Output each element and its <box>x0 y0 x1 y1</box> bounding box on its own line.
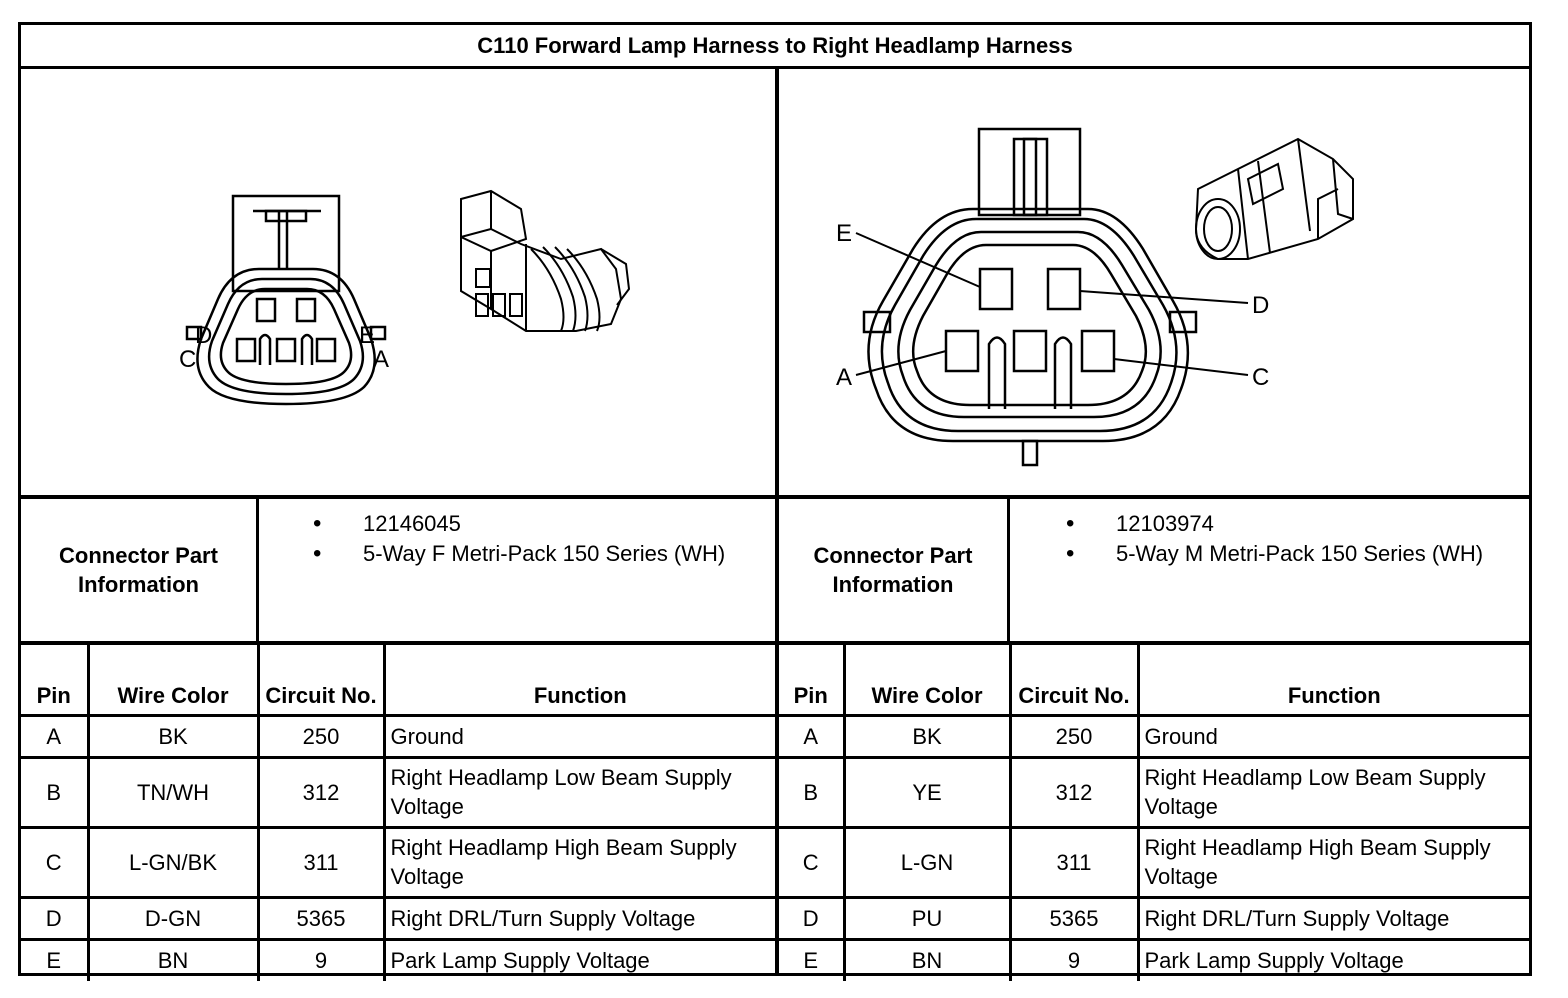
function-cell: Right Headlamp Low Beam Supply Voltage <box>1136 755 1529 829</box>
function-cell: Right DRL/Turn Supply Voltage <box>1136 895 1529 941</box>
header-circuit-no: Circuit No. <box>256 645 386 717</box>
function-cell: Right Headlamp Low Beam Supply Voltage <box>382 755 775 829</box>
header-wire-color: Wire Color <box>86 645 260 717</box>
wire-color-cell: YE <box>842 755 1012 829</box>
circuit-cell: 312 <box>1008 755 1140 829</box>
circuit-cell: 311 <box>256 825 386 899</box>
right-pin-label-e: E <box>836 220 852 247</box>
pin-cell: E <box>779 937 846 981</box>
function-cell: Right DRL/Turn Supply Voltage <box>382 895 775 941</box>
circuit-cell: 311 <box>1008 825 1140 899</box>
circuit-cell: 5365 <box>1008 895 1140 941</box>
circuit-cell: 312 <box>256 755 386 829</box>
function-cell: Ground <box>382 713 775 759</box>
right-connector-3d <box>1194 137 1354 260</box>
circuit-cell: 250 <box>256 713 386 759</box>
pin-cell: C <box>779 825 846 899</box>
header-wire-color: Wire Color <box>842 645 1012 717</box>
pin-cell: A <box>779 713 846 759</box>
pin-cell: E <box>21 937 90 981</box>
wire-color-cell: L-GN/BK <box>86 825 260 899</box>
page-title: C110 Forward Lamp Harness to Right Headl… <box>21 25 1529 69</box>
header-function: Function <box>1136 645 1529 717</box>
right-part-number: 12103974 <box>1066 509 1506 539</box>
header-pin: Pin <box>779 645 846 717</box>
wire-color-cell: BN <box>86 937 260 981</box>
right-connector-label: Connector Part Information <box>779 499 1010 641</box>
left-pin-label-a: A <box>373 346 389 373</box>
left-connector-diagram: D E C A <box>179 189 631 406</box>
circuit-cell: 5365 <box>256 895 386 941</box>
left-pin-label-e: E <box>359 322 375 349</box>
left-part-info-list: 12146045 5-Way F Metri-Pack 150 Series (… <box>313 509 753 569</box>
function-cell: Park Lamp Supply Voltage <box>382 937 775 981</box>
circuit-cell: 9 <box>256 937 386 981</box>
function-cell: Park Lamp Supply Voltage <box>1136 937 1529 981</box>
right-pin-label-d: D <box>1252 292 1269 319</box>
function-cell: Ground <box>1136 713 1529 759</box>
right-connector-face <box>855 127 1249 467</box>
connector-sheet: C110 Forward Lamp Harness to Right Headl… <box>18 22 1532 981</box>
header-function: Function <box>382 645 775 717</box>
left-part-description: 5-Way F Metri-Pack 150 Series (WH) <box>313 539 753 569</box>
right-part-info-list: 12103974 5-Way M Metri-Pack 150 Series (… <box>1066 509 1506 569</box>
pin-cell: A <box>21 713 90 759</box>
header-pin: Pin <box>21 645 90 717</box>
left-connector-face <box>185 194 387 406</box>
pin-cell: C <box>21 825 90 899</box>
wire-color-cell: D-GN <box>86 895 260 941</box>
wire-color-cell: BK <box>86 713 260 759</box>
left-pin-label-c: C <box>179 346 196 373</box>
left-connector-info: Connector Part Information 12146045 5-Wa… <box>21 499 775 645</box>
pin-cell: B <box>21 755 90 829</box>
left-part-number: 12146045 <box>313 509 753 539</box>
wire-color-cell: BK <box>842 713 1012 759</box>
column-divider <box>775 69 779 975</box>
right-part-description: 5-Way M Metri-Pack 150 Series (WH) <box>1066 539 1506 569</box>
circuit-cell: 9 <box>1008 937 1140 981</box>
right-connector-diagram: E D A C <box>836 127 1354 467</box>
right-connector-info: Connector Part Information 12103974 5-Wa… <box>779 499 1529 645</box>
function-cell: Right Headlamp High Beam Supply Voltage <box>1136 825 1529 899</box>
wire-color-cell: L-GN <box>842 825 1012 899</box>
header-circuit-no: Circuit No. <box>1008 645 1140 717</box>
pin-cell: D <box>779 895 846 941</box>
function-cell: Right Headlamp High Beam Supply Voltage <box>382 825 775 899</box>
pin-cell: B <box>779 755 846 829</box>
right-pin-label-c: C <box>1252 364 1269 391</box>
left-connector-label: Connector Part Information <box>21 499 259 641</box>
right-pin-label-a: A <box>836 364 852 391</box>
left-pin-label-d: D <box>195 322 212 349</box>
wire-color-cell: BN <box>842 937 1012 981</box>
wire-color-cell: TN/WH <box>86 755 260 829</box>
pin-cell: D <box>21 895 90 941</box>
left-connector-3d <box>460 189 631 332</box>
circuit-cell: 250 <box>1008 713 1140 759</box>
wire-color-cell: PU <box>842 895 1012 941</box>
